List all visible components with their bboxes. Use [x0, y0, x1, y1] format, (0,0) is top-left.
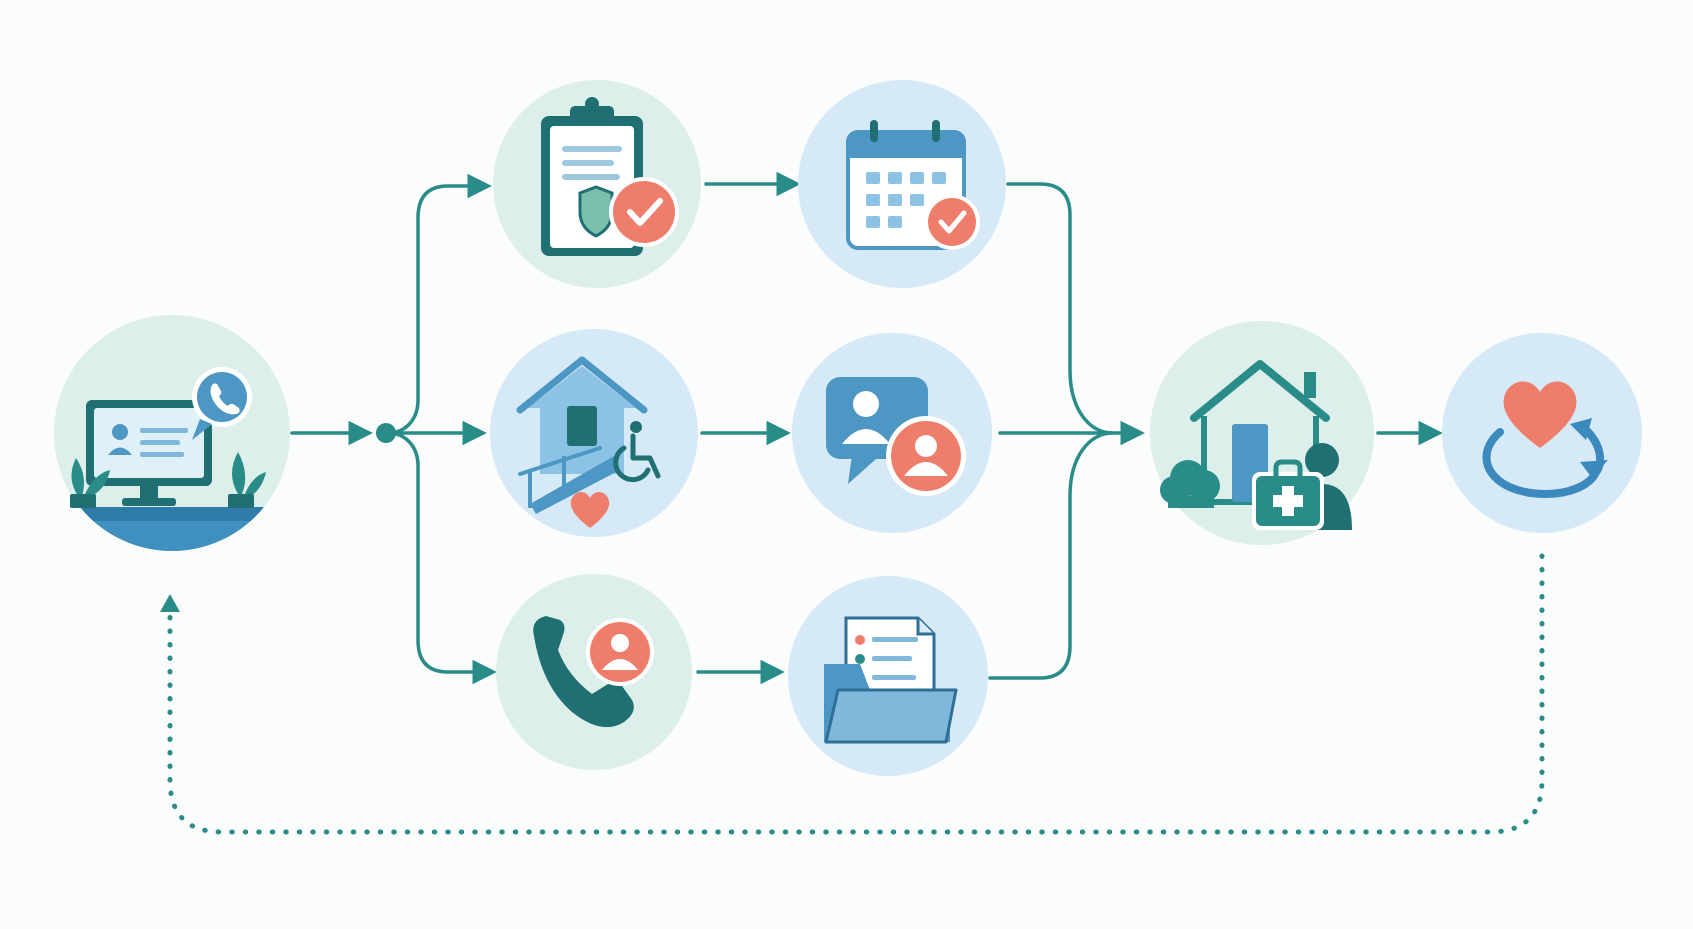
person-icon [886, 416, 966, 496]
feedback-loop-arrowhead [160, 594, 180, 612]
branch-point-dot [376, 423, 396, 443]
node-ongoing-care [1442, 333, 1642, 533]
tree-icon [1160, 460, 1220, 508]
house-icon [516, 356, 648, 474]
connector-lines [167, 171, 1545, 835]
node-home-care [1150, 321, 1374, 545]
computer-icon [86, 400, 212, 506]
node-eligibility-check [493, 80, 701, 288]
heart-icon [570, 492, 610, 528]
phone-bubble-icon [192, 367, 252, 440]
person-icon [586, 618, 654, 686]
node-home-accessibility [490, 329, 698, 537]
node-documents [788, 576, 988, 776]
check-icon [609, 177, 679, 247]
node-consultation [792, 333, 992, 533]
ramp-icon [518, 446, 620, 514]
shield-icon [578, 185, 614, 238]
check-icon [924, 194, 980, 250]
wheelchair-icon [613, 421, 661, 483]
phone-icon [533, 616, 634, 728]
arrow-branch-to-phone [386, 431, 497, 685]
arrow-branch-to-eligibility [386, 173, 492, 435]
medical-kit-icon [1252, 459, 1324, 530]
folder-icon [824, 664, 958, 744]
node-scheduling [798, 80, 1006, 288]
node-contact-desk [54, 315, 290, 551]
line-scheduling-to-merge [1006, 182, 1114, 435]
node-phone-contact [496, 574, 692, 770]
heart-icon [1503, 381, 1577, 448]
plant-icon [70, 452, 266, 508]
desk-surface [54, 507, 290, 551]
line-documents-to-merge [988, 431, 1114, 680]
